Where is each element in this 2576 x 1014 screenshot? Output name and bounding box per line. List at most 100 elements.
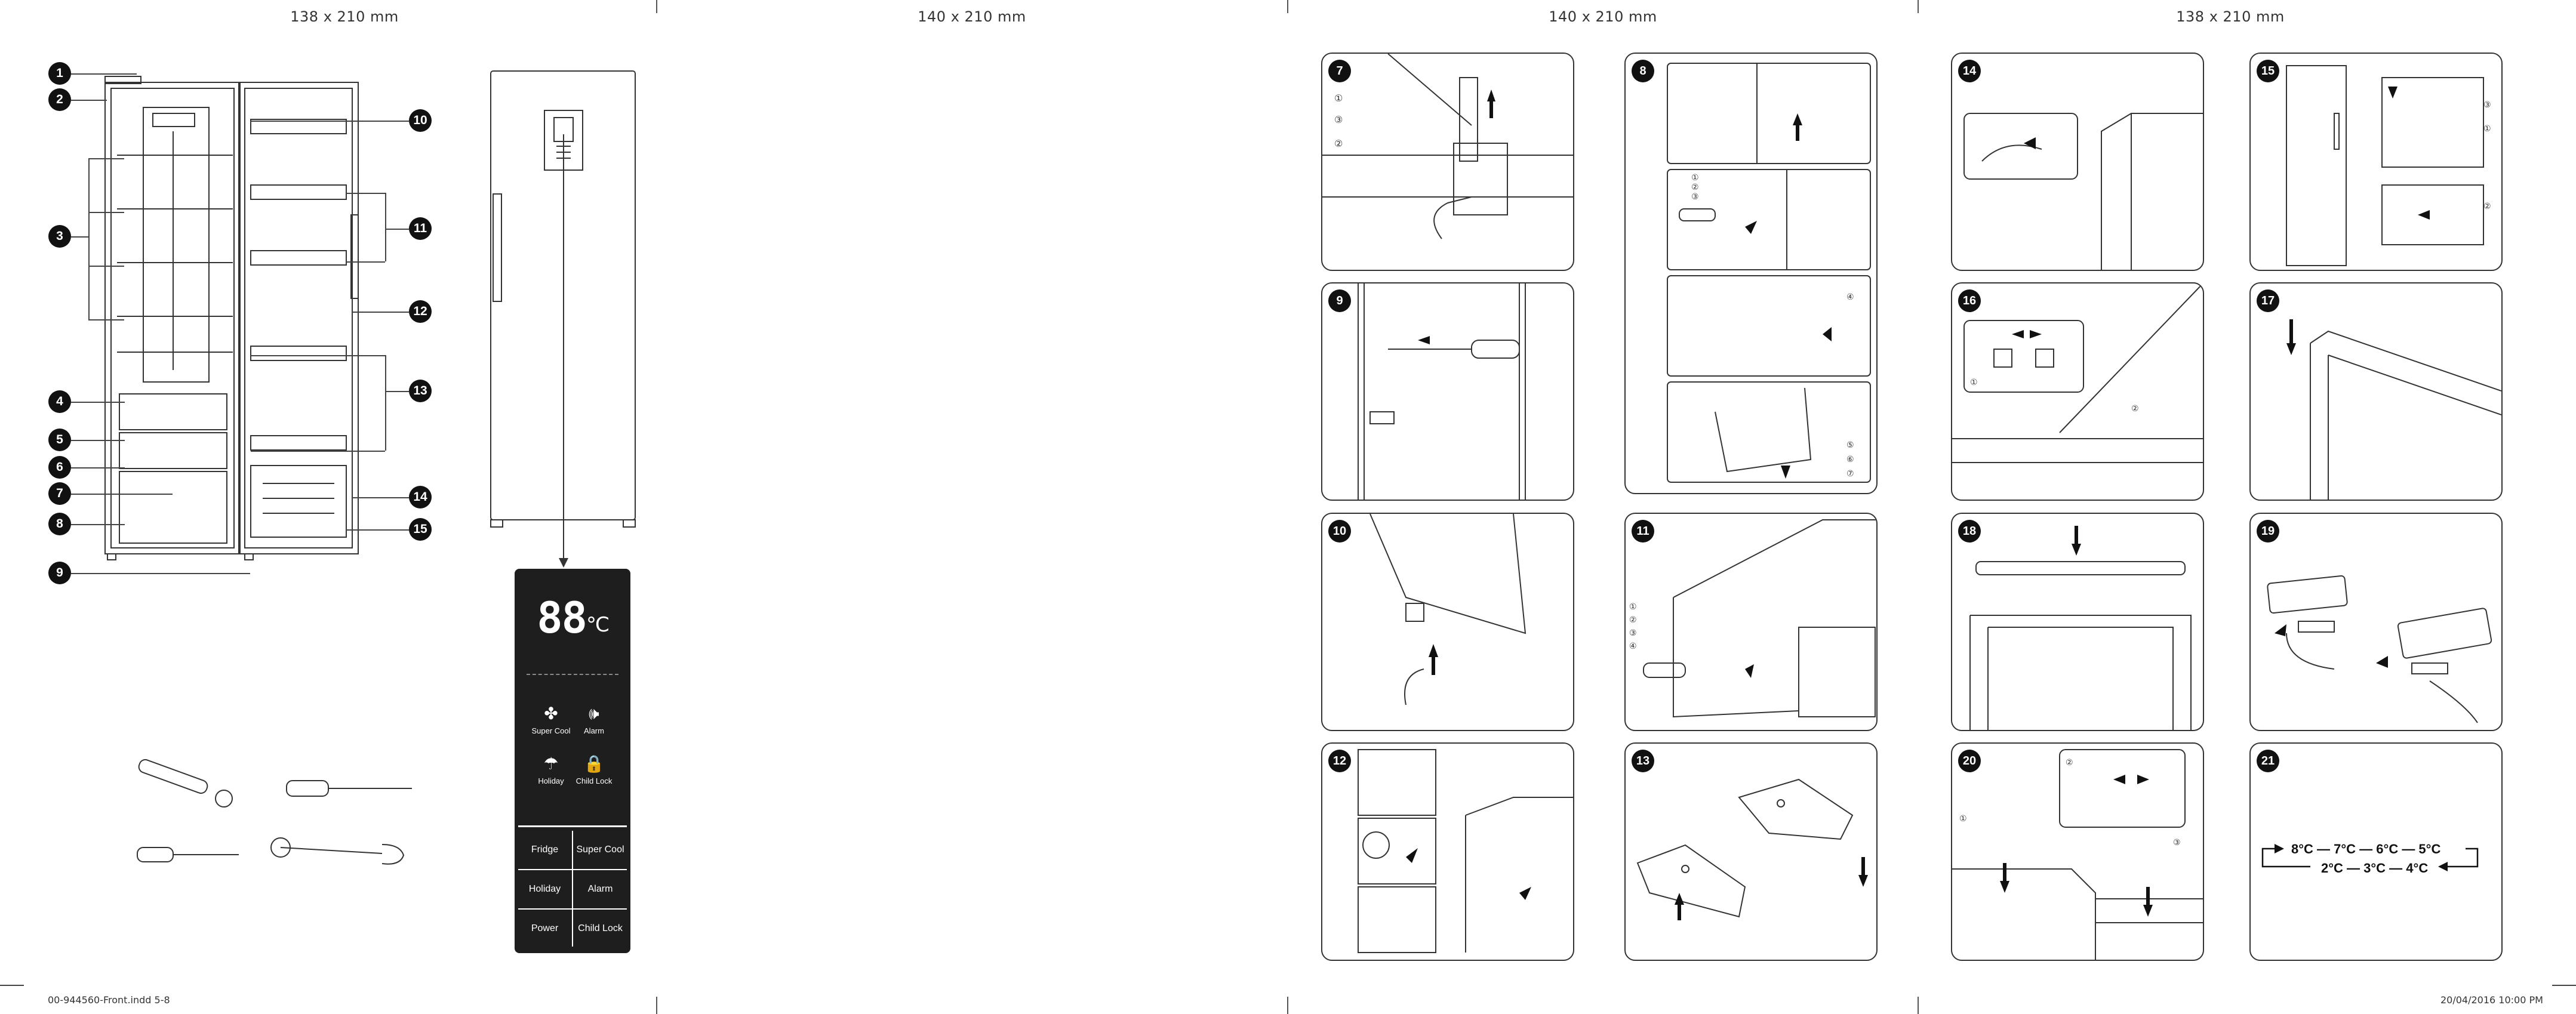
cycle-arrow-illustration [2261, 844, 2479, 871]
temperature-sequence-row-2: 2°C — 3°C — 4°C [2321, 861, 2429, 876]
leader-line [71, 100, 107, 101]
page-size-1: 138 x 210 mm [290, 8, 399, 25]
sub-label: ③ [2483, 100, 2491, 110]
step-panel-9: 9 [1321, 282, 1574, 501]
sub-label: ③ [1334, 114, 1343, 125]
leader-line [71, 573, 250, 574]
leader-line [71, 524, 125, 525]
power-button[interactable]: Power [531, 923, 559, 933]
step-number: 17 [2257, 289, 2279, 312]
step-number: 14 [1958, 60, 1981, 82]
leader-line [385, 391, 409, 392]
sub-label: ① [2483, 124, 2491, 134]
callout-badge: 4 [48, 390, 71, 413]
footer-file: 00-944560-Front.indd 5-8 [48, 994, 170, 1006]
callout-badge: 6 [48, 456, 71, 479]
sub-label: ② [1691, 183, 1699, 192]
display-digits: 88 [537, 593, 587, 643]
door-fitting-illustration [1369, 514, 1526, 705]
lock-icon: 🔒 [583, 754, 605, 773]
callout-badge: 15 [409, 518, 432, 541]
fridge-interior-diagram [104, 76, 359, 560]
callout-badge: 10 [409, 109, 432, 132]
alarm-indicator: 🕪 Alarm [573, 704, 615, 735]
door-hinge-illustration [1358, 283, 1526, 500]
control-board-illustration [2267, 575, 2492, 723]
leader-line [88, 158, 90, 319]
step-panel-13: 13 [1624, 742, 1878, 961]
step-number: 13 [1632, 750, 1654, 772]
callout-badge: 2 [48, 88, 71, 111]
alarm-button[interactable]: Alarm [587, 884, 613, 894]
step-number: 19 [2257, 520, 2279, 543]
leader-line [385, 229, 409, 230]
sub-label: ② [1334, 138, 1343, 149]
temperature-display: 88°C [515, 593, 630, 643]
leader-line [71, 73, 137, 75]
leader-line [71, 402, 125, 403]
step-panel-8: 8 ① ② ③ ④ ⑤ ⑥ ⑦ [1624, 53, 1878, 494]
callout-badge: 1 [48, 62, 71, 85]
crop-mark [0, 985, 24, 986]
super-cool-button[interactable]: Super Cool [576, 845, 624, 855]
callout-badge: 7 [48, 482, 71, 505]
top-cover-illustration [1969, 526, 2192, 730]
step-number: 16 [1958, 289, 1981, 312]
callout-badge: 14 [409, 486, 432, 508]
step-panel-12: 12 [1321, 742, 1574, 961]
step-number: 20 [1958, 750, 1981, 772]
sub-label: ① [1691, 173, 1699, 183]
leader-line [88, 319, 124, 320]
callout-badge: 8 [48, 513, 71, 535]
step-panel-14: 14 [1951, 53, 2204, 271]
page-size-2: 140 x 210 mm [918, 8, 1026, 25]
child-lock-indicator: 🔒 Child Lock [573, 754, 615, 785]
step-number: 11 [1632, 520, 1654, 543]
step-number: 21 [2257, 750, 2279, 772]
step-number: 15 [2257, 60, 2279, 82]
sub-label: ③ [1691, 192, 1699, 202]
crop-mark [1287, 0, 1288, 13]
step-panel-17: 17 [2249, 282, 2503, 501]
sub-label: ② [2483, 202, 2491, 211]
reconnect-illustration: ② ① ③ [1952, 749, 2203, 960]
leader-line [251, 355, 385, 356]
fridge-button[interactable]: Fridge [531, 845, 559, 855]
crop-mark [1287, 997, 1288, 1014]
display-unit: °C [586, 613, 610, 637]
child-lock-button[interactable]: Child Lock [578, 923, 623, 933]
holiday-button[interactable]: Holiday [528, 884, 561, 894]
leader-line [88, 212, 124, 213]
leader-line [71, 440, 125, 441]
leader-line [88, 158, 124, 159]
leader-line [346, 193, 385, 194]
sub-label: ② [1629, 615, 1637, 625]
sub-label: ① [1629, 602, 1637, 612]
step-number: 9 [1328, 289, 1351, 312]
divider [527, 674, 618, 675]
sub-label: ④ [1846, 292, 1854, 302]
sub-label: ② [2066, 758, 2073, 768]
step-panel-21: 21 8°C — 7°C — 6°C — 5°C 2°C — 3°C — 4°C [2249, 742, 2503, 961]
leader-line [346, 529, 409, 531]
fridge-front-view [490, 70, 636, 568]
top-hinge-refit-illustration: ① ② ③ ④ [1629, 519, 1876, 718]
crop-mark [2552, 985, 2576, 986]
leader-line [88, 266, 124, 267]
leader-line [385, 355, 386, 451]
button-grid: Fridge Super Cool Holiday Alarm Power Ch… [518, 825, 627, 950]
callout-badge: 13 [409, 380, 432, 402]
callout-badge: 5 [48, 429, 71, 451]
step-panel-18: 18 [1951, 513, 2204, 731]
fan-icon: ✤ [544, 704, 558, 723]
leader-line [352, 497, 409, 498]
holiday-indicator: ☂ Holiday [530, 754, 572, 785]
callout-badge: 9 [48, 562, 71, 584]
crop-mark [1918, 0, 1919, 13]
sub-label: ④ [1629, 642, 1637, 651]
step-panel-16: 16 ① ② [1951, 282, 2204, 501]
sub-label: ⑤ [1846, 440, 1854, 450]
holiday-icon: ☂ [543, 754, 559, 773]
leader-line [251, 451, 385, 452]
step-panel-15: 15 ③ ① ② [2249, 53, 2503, 271]
